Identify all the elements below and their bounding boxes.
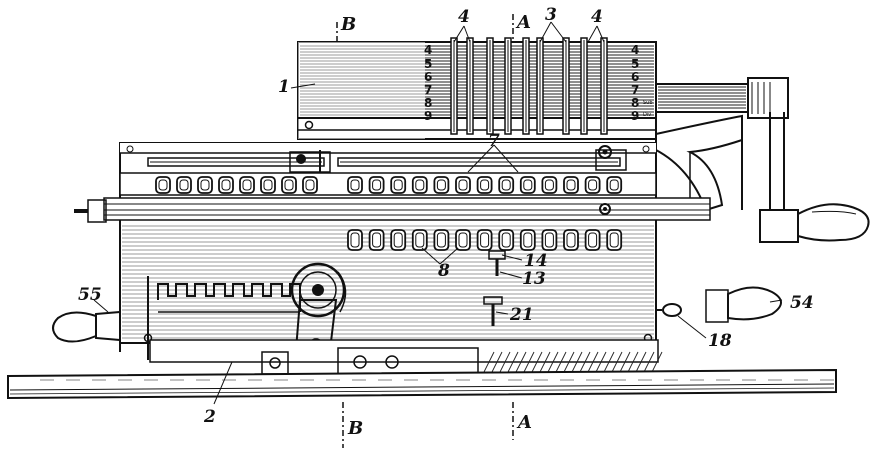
ref-numeral-3: 3	[545, 5, 557, 25]
register-window	[584, 176, 601, 194]
register-window	[239, 176, 255, 194]
register-window	[368, 176, 385, 194]
register-window	[302, 176, 318, 194]
register-window	[411, 176, 428, 194]
register-window	[541, 176, 558, 194]
register-window	[260, 176, 276, 194]
drum-left-digit-column: 4 5 6 7 8 9	[424, 43, 432, 123]
register-window	[197, 176, 213, 194]
register-window	[347, 176, 363, 194]
section-marker-b-bottom: B	[347, 418, 363, 439]
drum-digit: 7	[424, 83, 432, 97]
drum-tag-sub: Sub	[643, 100, 653, 106]
ref-numeral-1: 1	[278, 77, 290, 97]
drum-digit: 8	[424, 96, 432, 110]
drum-digit-rings	[450, 37, 608, 135]
drum-digit: 6	[631, 70, 639, 84]
register-window	[433, 176, 450, 194]
ref-numeral-21: 21	[509, 305, 534, 325]
register-window	[498, 176, 515, 194]
ref-numeral-4-right: 4	[591, 7, 603, 27]
ref-numeral-4-left: 4	[458, 7, 470, 27]
section-lines	[336, 14, 514, 448]
leader-lines	[93, 21, 783, 405]
ref-numeral-54: 54	[790, 293, 814, 313]
drum-digit: 4	[424, 43, 432, 57]
drum-digit: 8	[631, 96, 639, 110]
drum-tag-div: Div	[643, 112, 651, 118]
drum-right-digit-column: 4 5 6 7 8 9 Sub Div	[631, 43, 653, 123]
drum-digit: 7	[631, 83, 639, 97]
register-window	[606, 176, 623, 194]
left-handle	[52, 199, 121, 352]
ref-numeral-13: 13	[522, 269, 546, 289]
right-handle	[705, 286, 782, 323]
register-window	[476, 176, 493, 194]
ref-numeral-8: 8	[437, 261, 450, 281]
register-window	[563, 176, 579, 194]
section-marker-a-bottom: A	[516, 412, 532, 433]
toothed-rack	[147, 276, 301, 360]
register-window	[218, 176, 234, 194]
register-window	[455, 176, 471, 194]
drum-digit: 6	[424, 70, 432, 84]
register-window	[176, 176, 192, 194]
ref-numeral-55: 55	[78, 285, 102, 305]
drum-digit: 9	[631, 109, 639, 123]
main-carriage	[103, 142, 711, 344]
ref-numeral-18: 18	[708, 331, 732, 351]
section-marker-a-top: A	[515, 12, 531, 33]
drum-digit: 5	[424, 57, 432, 71]
register-window	[155, 176, 171, 194]
section-marker-b-top: B	[340, 14, 356, 35]
drum-digit: 9	[424, 109, 432, 123]
register-window	[390, 176, 407, 194]
drum-digit: 4	[631, 43, 639, 57]
drum-digit: 5	[631, 57, 639, 71]
drum-housing	[297, 41, 657, 140]
ref-numeral-14: 14	[524, 251, 548, 271]
register-window	[281, 176, 297, 194]
ref-numeral-2: 2	[203, 407, 216, 427]
base-plate	[7, 339, 837, 400]
register-window	[519, 176, 536, 194]
ref-numeral-7: 7	[488, 131, 500, 151]
